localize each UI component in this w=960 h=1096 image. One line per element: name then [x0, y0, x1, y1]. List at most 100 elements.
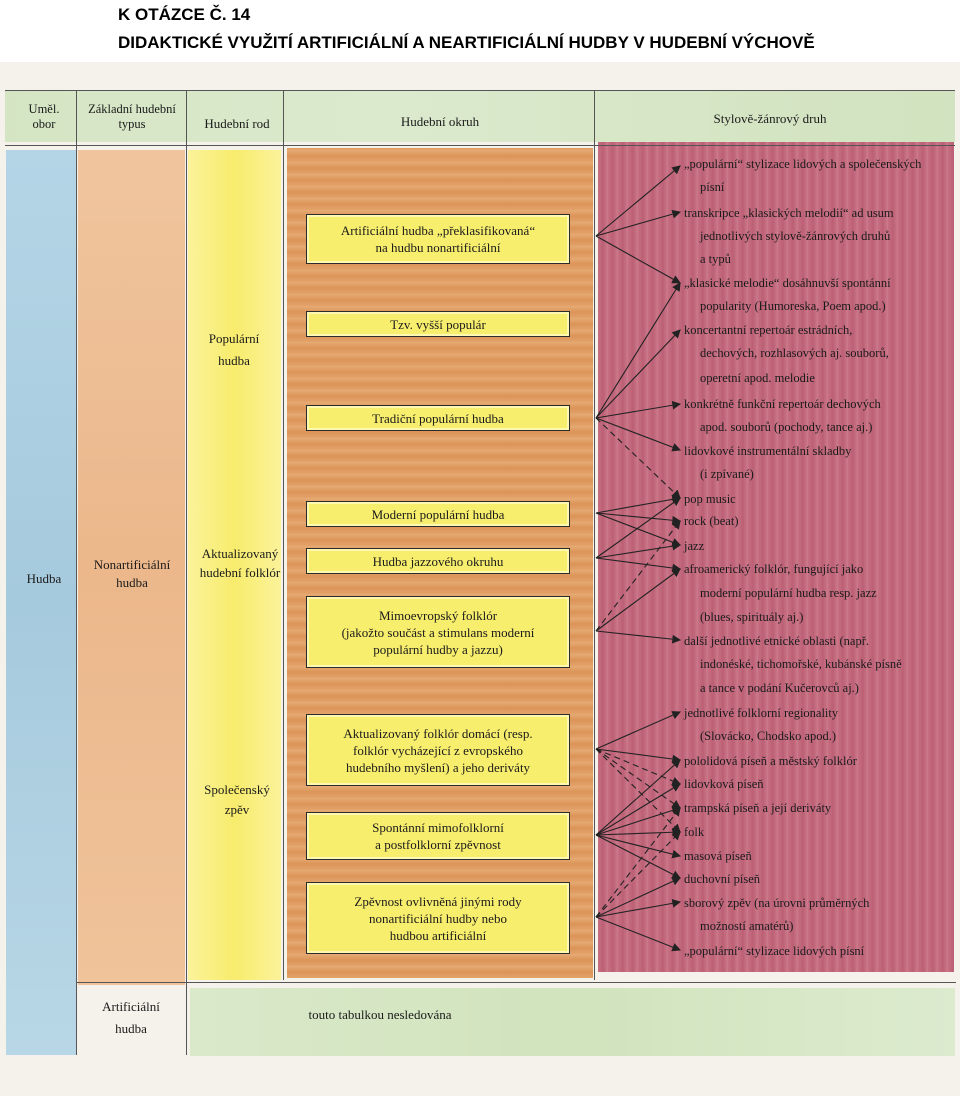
- arrow-dashed: [595, 748, 682, 786]
- style-item: pololidová píseň a městský folklór: [684, 754, 857, 768]
- arrow: [595, 165, 681, 237]
- arrow: [595, 834, 681, 879]
- arrow: [595, 512, 682, 547]
- header-art-field: Uměl. obor: [28, 102, 60, 131]
- circle-line: folklór vycházející z evropského: [352, 742, 523, 758]
- arrow: [595, 568, 681, 632]
- arrow-dashed: [595, 417, 681, 499]
- arrow: [595, 400, 682, 419]
- arrow-dashed: [595, 748, 681, 809]
- genre-popular: Populární hudba: [208, 331, 260, 368]
- circle-box-spontaneous-singing: Spontánní mimofolklorní a postfolklorní …: [306, 812, 570, 860]
- band-blue-art-field: [6, 150, 76, 1055]
- arrow: [595, 827, 682, 837]
- circle-box-influenced-singing: Zpěvnost ovlivněná jinými rody nonartifi…: [306, 882, 570, 954]
- arrow-dashed: [595, 807, 681, 918]
- grid-line: [76, 982, 956, 983]
- circle-box-traditional-popular: Tradiční populární hudba: [306, 405, 570, 431]
- grid-line: [5, 145, 955, 146]
- style-item: (i zpívané): [700, 467, 754, 481]
- header-basic-type: Základní hudební typus: [88, 102, 176, 131]
- arrow: [595, 630, 682, 644]
- circle-line: Moderní populární hudba: [371, 506, 505, 522]
- grid-line: [283, 90, 284, 980]
- circle-line: hudbou artificiální: [389, 927, 487, 943]
- style-item: trampská píseň a její deriváty: [684, 801, 832, 815]
- grid-line: [594, 90, 595, 980]
- style-item: operetní apod. melodie: [700, 371, 815, 385]
- style-item: duchovní píseň: [684, 872, 761, 886]
- artificial-note: touto tabulkou nesledována: [308, 1007, 452, 1022]
- style-item: „klasické melodie“ dosáhnuvší spontánní: [684, 276, 891, 290]
- arrow: [595, 877, 681, 918]
- grid-line: [186, 90, 187, 1055]
- style-item: dechových, rozhlasových aj. souborů,: [700, 346, 889, 360]
- style-item: indonéské, tichomořské, kubánské písně: [700, 657, 902, 671]
- style-item: a tance v podání Kučerovců aj.): [700, 681, 859, 695]
- style-item: transkripce „klasických melodií“ ad usum: [684, 206, 894, 220]
- style-item: jednotlivých stylově-žánrových druhů: [700, 229, 891, 243]
- type-artificial: Artificiální hudba: [102, 999, 160, 1036]
- arrow: [595, 834, 682, 859]
- arrow: [595, 748, 682, 764]
- band-red-style: [598, 142, 954, 972]
- circle-line: a postfolklorní zpěvnost: [375, 837, 501, 852]
- arrow: [595, 759, 681, 836]
- circle-line: Mimoevropský folklór: [378, 607, 498, 623]
- arrow: [595, 497, 681, 559]
- style-item: jednotlivé folklorní regionality: [684, 706, 839, 720]
- style-item: lidovkové instrumentální skladby: [684, 444, 852, 458]
- style-item: a typů: [700, 252, 731, 266]
- circle-line: Tradiční populární hudba: [372, 410, 504, 426]
- style-item: moderní populární hudba resp. jazz: [700, 586, 877, 600]
- circle-line: hudebního myšlení) a jeho deriváty: [345, 759, 531, 775]
- style-item: písní: [700, 180, 725, 194]
- circle-box-domestic-folklore: Aktualizovaný folklór domácí (resp. folk…: [306, 714, 570, 786]
- arrow: [595, 711, 682, 750]
- arrow: [595, 512, 682, 525]
- arrow: [595, 806, 682, 836]
- type-nonartificial: Nonartificiální hudba: [93, 557, 171, 590]
- band-green-header: [5, 90, 955, 142]
- style-item: „populární“ stylizace lidových písní: [684, 944, 865, 958]
- circle-box-non-european-folklore: Mimoevropský folklór (jakožto součást a …: [306, 596, 570, 668]
- circle-box-modern-popular: Moderní populární hudba: [306, 501, 570, 527]
- header-music-circle: Hudební okruh: [400, 114, 480, 129]
- circle-line: Zpěvnost ovlivněná jinými rody: [354, 893, 522, 909]
- band-yellow-genre: [188, 150, 281, 980]
- style-item: (blues, spirituály aj.): [700, 610, 804, 624]
- header-style-genre: Stylově-žánrový druh: [713, 111, 827, 126]
- arrow: [595, 541, 682, 559]
- arrow: [595, 495, 682, 514]
- arrow: [595, 557, 682, 573]
- genre-social-singing: Společenský zpěv: [204, 782, 270, 817]
- style-item: apod. souborů (pochody, tance aj.): [700, 420, 873, 434]
- circle-line: Spontánní mimofolklorní: [372, 820, 504, 835]
- style-item: afroamerický folklór, fungující jako: [684, 562, 864, 576]
- arrow: [595, 417, 682, 452]
- art-field-label: Hudba: [26, 571, 62, 586]
- style-item: možností amatérů): [700, 919, 794, 933]
- arrow: [595, 209, 682, 237]
- header-subtitle: DIDAKTICKÉ VYUŽITÍ ARTIFICIÁLNÍ A NEARTI…: [118, 33, 815, 52]
- circle-line: na hudbu nonartificiální: [375, 240, 501, 255]
- circle-line: (jakožto součást a stimulans moderní: [341, 624, 535, 640]
- style-item: popularity (Humoreska, Poem apod.): [700, 299, 886, 313]
- style-item: konkrétně funkční repertoár dechových: [684, 397, 881, 411]
- circle-box-higher-popular: Tzv. vyšší populár: [306, 311, 570, 337]
- circle-box-jazz: Hudba jazzového okruhu: [306, 548, 570, 574]
- arrow: [595, 916, 682, 952]
- arrow: [595, 282, 681, 419]
- arrow-dashed: [595, 520, 681, 632]
- band-green-artificial: [190, 988, 955, 1056]
- header-music-genre: Hudební rod: [204, 116, 270, 131]
- style-item: koncertantní repertoár estrádních,: [684, 323, 853, 337]
- arrow: [595, 899, 682, 918]
- style-item: masová píseň: [684, 849, 752, 863]
- band-orange-type: [78, 150, 185, 985]
- circle-line: Hudba jazzového okruhu: [372, 553, 504, 569]
- style-item: jazz: [684, 539, 705, 553]
- arrow: [595, 329, 681, 419]
- genre-folklore: Aktualizovaný hudební folklór: [199, 546, 281, 580]
- arrow-dashed: [595, 748, 681, 833]
